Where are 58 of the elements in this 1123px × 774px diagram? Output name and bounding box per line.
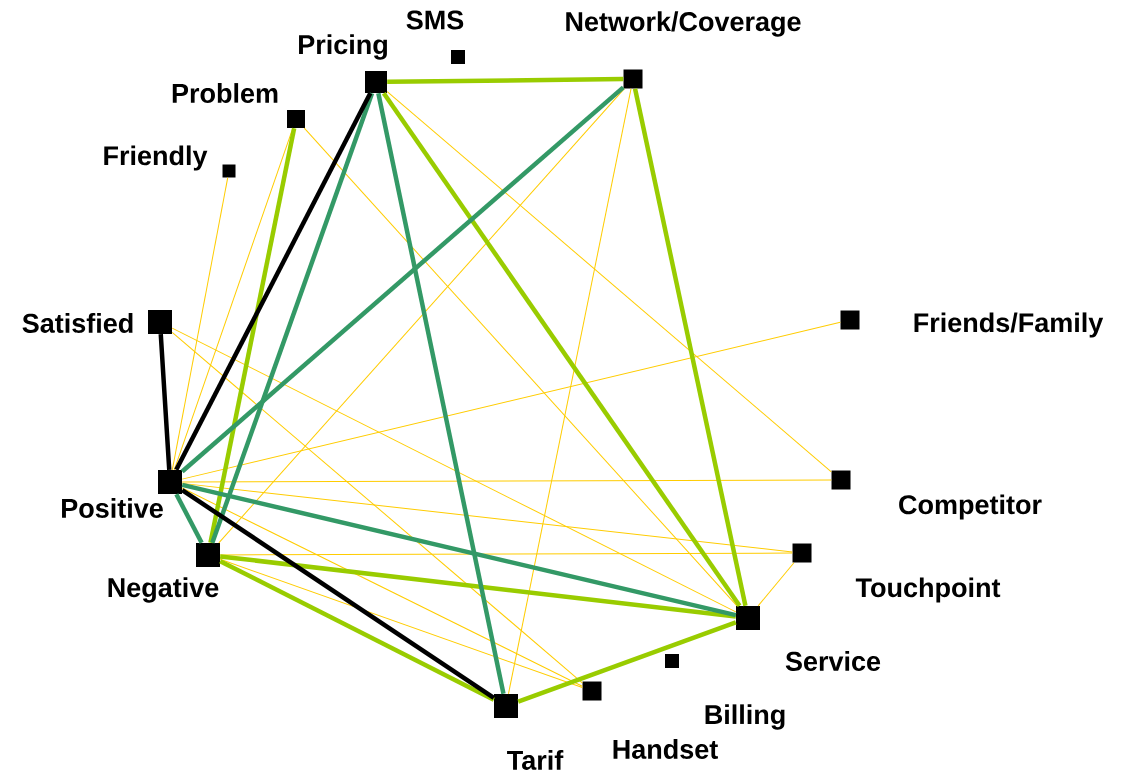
node-square bbox=[736, 606, 760, 630]
node-label: Tarif bbox=[507, 750, 564, 770]
node-square bbox=[582, 681, 602, 701]
node-label: SMS bbox=[406, 10, 464, 30]
node-label: Network/Coverage bbox=[566, 11, 801, 37]
node-label: Billing bbox=[705, 704, 785, 730]
node-square bbox=[840, 310, 860, 330]
node-label: Friends/Family bbox=[914, 312, 1104, 338]
node-label: Pricing bbox=[299, 34, 387, 60]
network-edge bbox=[632, 88, 748, 607]
network-edge bbox=[303, 127, 738, 607]
network-edge bbox=[507, 88, 632, 695]
node-label: Touchpoint bbox=[855, 577, 1001, 603]
network-edge bbox=[158, 334, 172, 470]
network-edge bbox=[174, 92, 373, 471]
network-edge bbox=[174, 493, 204, 544]
network-edge bbox=[181, 321, 841, 480]
network-edge bbox=[386, 91, 832, 473]
network-edge bbox=[171, 331, 583, 684]
network-edge bbox=[181, 487, 583, 687]
network-edge bbox=[219, 558, 583, 689]
node-square bbox=[196, 543, 220, 567]
node-square bbox=[365, 71, 387, 93]
node-square bbox=[222, 164, 236, 178]
network-edge bbox=[181, 479, 832, 483]
node-label: Handset bbox=[613, 739, 718, 759]
node-label: Negative bbox=[108, 577, 219, 603]
node-square bbox=[792, 543, 812, 563]
network-edge bbox=[219, 554, 737, 619]
network-edge bbox=[171, 327, 737, 613]
network-edge bbox=[180, 85, 625, 474]
network-edge bbox=[219, 559, 495, 702]
node-label: Competitor bbox=[899, 494, 1042, 520]
network-edge bbox=[171, 177, 229, 471]
node-square bbox=[494, 694, 518, 718]
node-square bbox=[148, 310, 172, 334]
node-square bbox=[158, 470, 182, 494]
node-square bbox=[451, 50, 465, 64]
node-square bbox=[287, 110, 305, 128]
network-edge bbox=[376, 92, 506, 695]
node-square bbox=[623, 69, 643, 89]
network-edge bbox=[180, 488, 496, 700]
node-label: Positive bbox=[62, 498, 163, 518]
network-edge bbox=[218, 88, 625, 544]
network-edge bbox=[181, 482, 737, 618]
network-edge bbox=[381, 91, 742, 608]
node-square bbox=[831, 470, 851, 490]
network-edge bbox=[210, 92, 375, 544]
network-edge bbox=[757, 562, 795, 607]
network-edge bbox=[387, 76, 624, 85]
network-edge bbox=[208, 127, 297, 544]
network-edge bbox=[517, 620, 737, 704]
node-label: Service bbox=[785, 651, 881, 671]
node-label: Problem bbox=[172, 83, 278, 103]
node-label: Satisfied bbox=[22, 313, 133, 333]
node-label: Friendly bbox=[104, 145, 208, 171]
node-square bbox=[665, 654, 679, 668]
network-edge bbox=[181, 482, 793, 553]
